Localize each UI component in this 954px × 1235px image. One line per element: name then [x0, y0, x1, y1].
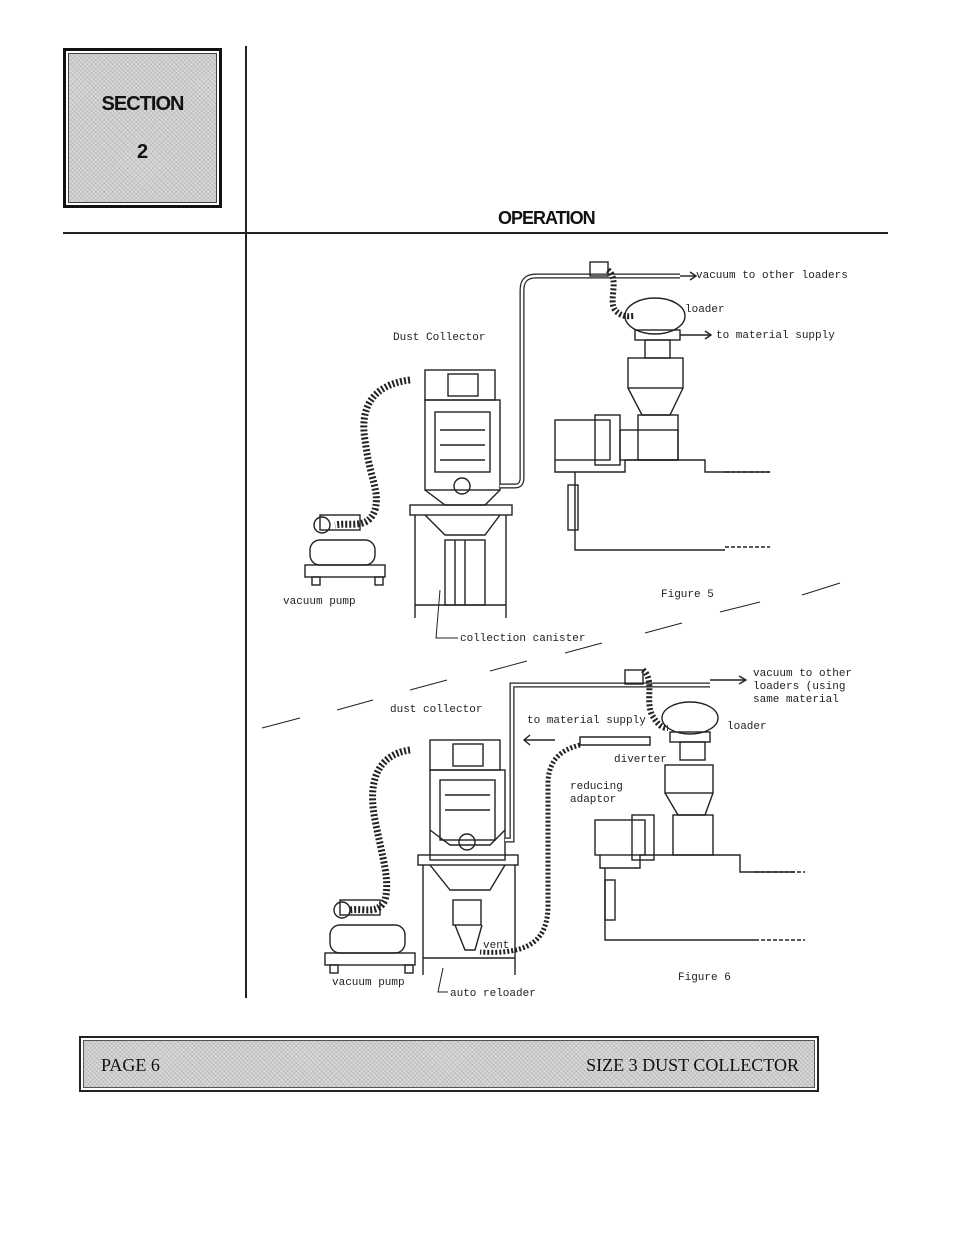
fig6-label-vent: vent [483, 940, 509, 952]
fig6-label-vacuum-other-1: vacuum to other [753, 668, 852, 680]
document-title: SIZE 3 DUST COLLECTOR [586, 1055, 799, 1075]
figure5-diagram [304, 261, 770, 618]
fig5-label-collection-canister: collection canister [460, 633, 585, 645]
fig5-label-vacuum-pump: vacuum pump [283, 596, 356, 608]
fig6-label-loader: loader [727, 721, 767, 733]
section-box: SECTION 2 [63, 48, 222, 208]
fig6-label-vacuum-other-2: loaders (using [753, 681, 845, 693]
vertical-rule [245, 46, 247, 998]
fig6-label-dust-collector: dust collector [390, 704, 482, 716]
figure6-diagram [324, 667, 795, 975]
horizontal-rule [63, 232, 888, 234]
page-number: PAGE 6 [101, 1055, 160, 1075]
fig6-label-vacuum-pump: vacuum pump [332, 977, 405, 989]
fig6-label-auto-reloader: auto reloader [450, 988, 536, 1000]
section-label: SECTION [101, 93, 185, 115]
fig5-label-dust-collector: Dust Collector [393, 332, 485, 344]
fig6-label-diverter: diverter [614, 754, 667, 766]
fig5-label-loader: loader [685, 304, 725, 316]
fig6-label-adaptor: adaptor [570, 794, 616, 806]
fig6-label-vacuum-other-3: same material [753, 694, 839, 706]
operation-diagram: vacuum to other loaders loader to materi… [261, 261, 852, 1000]
fig6-label-reducing: reducing [570, 781, 623, 793]
page-title: OPERATION [498, 208, 596, 228]
fig5-label-material-supply: to material supply [716, 330, 835, 342]
section-number: 2 [136, 141, 149, 163]
figure6-caption: Figure 6 [678, 972, 731, 984]
fig6-label-material-supply: to material supply [527, 715, 646, 727]
fig5-label-vacuum-other-loaders: vacuum to other loaders [696, 270, 848, 282]
footer-bar: PAGE 6 SIZE 3 DUST COLLECTOR [79, 1036, 819, 1092]
figure5-caption: Figure 5 [661, 589, 714, 601]
